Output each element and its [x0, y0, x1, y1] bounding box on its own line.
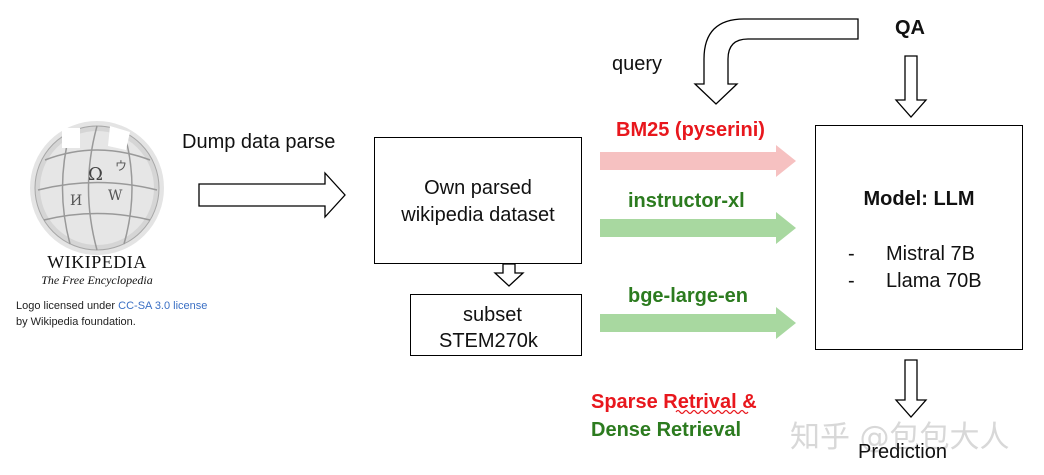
own-dataset-box: Own parsed wikipedia dataset [374, 137, 582, 264]
subset-box: subset STEM270k [410, 294, 582, 356]
sparse-caption: Sparse Retrival & [591, 391, 757, 413]
dump-label: Dump data parse [182, 131, 336, 153]
wikipedia-tagline: The Free Encyclopedia [41, 273, 153, 287]
subset-line1: subset [463, 304, 522, 326]
subset-line2: STEM270k [439, 330, 538, 352]
model-title: Model: LLM [863, 188, 975, 210]
bm25-label: BM25 (pyserini) [616, 119, 765, 141]
spellcheck-underline [675, 409, 749, 415]
bge-arrow [600, 307, 796, 339]
bge-label: bge-large-en [628, 285, 749, 307]
wikipedia-globe-icon: Ω W И ウ [30, 121, 164, 255]
logo-license: Logo licensed under CC-SA 3.0 license by… [16, 298, 207, 330]
own-dataset-line1: Own parsed [424, 177, 532, 199]
wikipedia-wordmark: WIKIPEDIA [47, 252, 147, 272]
instructor-label: instructor-xl [628, 190, 745, 212]
svg-text:И: И [70, 193, 82, 209]
svg-text:W: W [108, 188, 123, 204]
qa-label: QA [895, 17, 925, 39]
license-prefix: Logo licensed under [16, 300, 116, 312]
dump-arrow [198, 171, 346, 219]
bm25-arrow [600, 145, 796, 177]
prediction-down-arrow [894, 359, 928, 418]
license-suffix: by Wikipedia foundation. [16, 316, 136, 328]
model-box: Model: LLM - Mistral 7B - Llama 70B [815, 125, 1023, 350]
dense-caption: Dense Retrieval [591, 419, 742, 441]
query-label: query [612, 53, 663, 75]
subset-down-arrow [493, 263, 525, 287]
model-item-mistral: Mistral 7B [886, 243, 975, 265]
model-bullet: - [848, 243, 855, 265]
svg-text:ウ: ウ [115, 159, 127, 173]
query-curved-arrow [693, 18, 859, 105]
qa-down-arrow [894, 55, 928, 118]
instructor-arrow [600, 212, 796, 244]
svg-text:Ω: Ω [88, 164, 103, 185]
license-link[interactable]: CC-SA 3.0 license [118, 300, 208, 312]
model-bullet: - [848, 270, 855, 292]
model-item-llama: Llama 70B [886, 270, 982, 292]
watermark: 知乎 @包包大人 [790, 420, 1010, 455]
own-dataset-line2: wikipedia dataset [401, 204, 555, 226]
prediction-label: Prediction [858, 441, 947, 463]
